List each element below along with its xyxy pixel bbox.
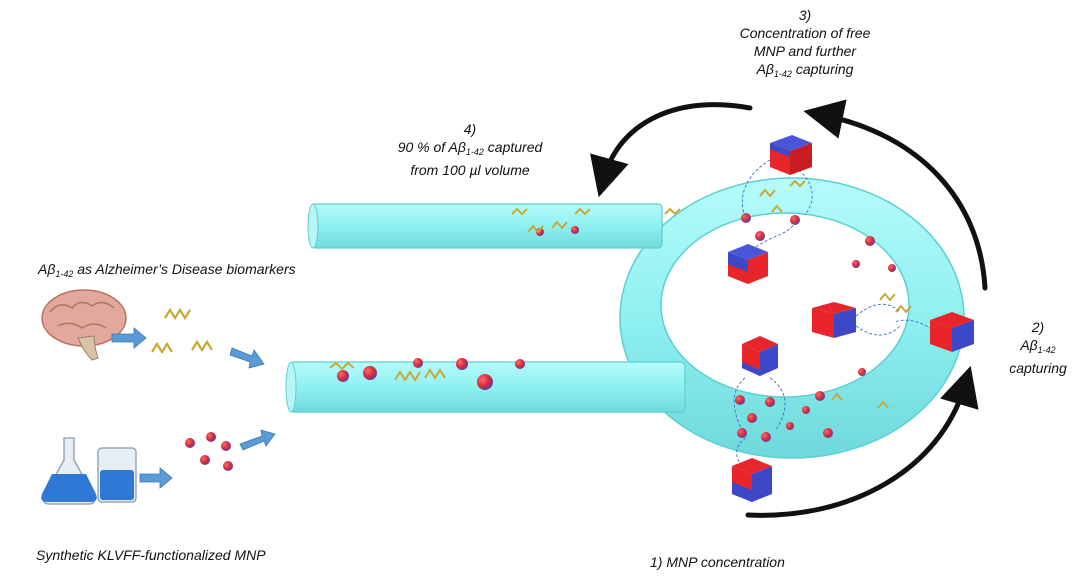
free-abeta-proteins <box>151 307 213 355</box>
step1-label: 1) MNP concentration <box>650 554 785 570</box>
abeta-proteins <box>329 179 912 409</box>
mnp-particles <box>337 213 896 442</box>
magnet-top <box>770 135 812 175</box>
mnp-label: Synthetic KLVFF-functionalized MNP <box>36 547 266 563</box>
step3-label: 3) Concentration of free MNP and further… <box>739 7 871 79</box>
magnet-right-inner <box>812 302 856 338</box>
beaker-icon <box>97 447 137 503</box>
magnet-upper-inner <box>728 244 768 284</box>
step4-label: 4) 90 % of Aβ1-42 captured from 100 µl v… <box>397 121 543 178</box>
upper-channel <box>307 203 663 249</box>
flask-icon <box>41 437 97 505</box>
magnet-right-outer <box>930 312 974 352</box>
field-lines <box>733 159 937 471</box>
step2-label: 2) Aβ1-42 capturing <box>1009 319 1067 376</box>
magnet-lower-inner <box>742 336 778 376</box>
magnet-bottom <box>732 458 772 502</box>
brain-icon <box>41 289 127 361</box>
free-mnp-particles <box>185 432 233 471</box>
process-arrows <box>590 99 988 518</box>
biomarker-label: Aβ1-42 as Alzheimer’s Disease biomarkers <box>38 261 296 279</box>
ring-channel <box>619 177 965 459</box>
flow-arrows <box>111 327 276 489</box>
